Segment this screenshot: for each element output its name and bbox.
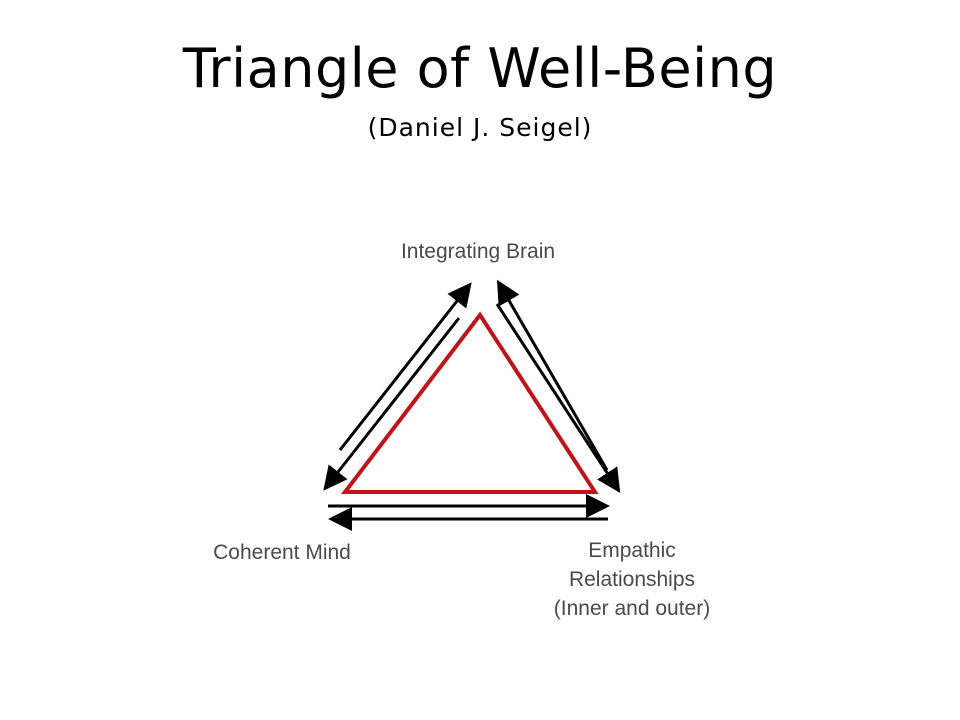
central-triangle [340, 311, 599, 494]
node-label-integrating-brain: Integrating Brain [401, 240, 555, 263]
node-label-inner-outer: (Inner and outer) [554, 597, 710, 620]
slide-title: Triangle of Well-Being [182, 37, 778, 100]
arrow-brain-to-relationships [495, 303, 621, 494]
arrow-mind-to-brain [338, 282, 472, 451]
node-label-relationships: Relationships [569, 568, 695, 591]
node-label-empathic: Empathic [588, 539, 676, 562]
slide-subtitle: (Daniel J. Seigel) [367, 113, 593, 142]
node-label-coherent-mind: Coherent Mind [213, 541, 351, 564]
arrow-brain-to-mind [323, 317, 461, 491]
arrow-relationships-to-brain [496, 279, 609, 471]
